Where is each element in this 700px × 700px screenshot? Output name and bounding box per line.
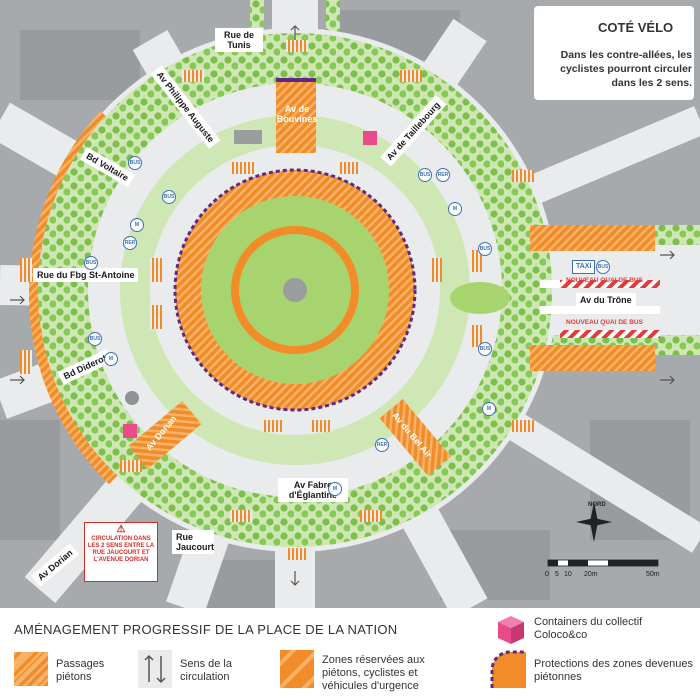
container-cube-icon bbox=[498, 616, 524, 644]
pedestrian-crossings bbox=[20, 40, 534, 560]
scale-label-20: 20m bbox=[584, 571, 598, 578]
velo-title: COTÉ VÉLO bbox=[598, 20, 674, 35]
velo-text: Dans les contre-allées, les cyclistes po… bbox=[560, 49, 692, 89]
bus-quai-north bbox=[560, 280, 660, 288]
legend-passages: Passages piétons bbox=[56, 658, 105, 683]
bus-quai-south bbox=[560, 330, 660, 338]
metro-badge: M bbox=[482, 402, 496, 416]
warning-text: CIRCULATION DANS LES 2 SENS ENTRE LA RUE… bbox=[87, 536, 155, 563]
label-jaucourt: Rue Jaucourt bbox=[172, 530, 214, 554]
traffic-arrows bbox=[10, 25, 675, 586]
label-st-antoine: Rue du Fbg St-Antoine bbox=[33, 268, 139, 282]
metro-badge: M bbox=[104, 352, 118, 366]
map-area: Rue de Tunis Av Philippe Auguste Av de B… bbox=[0, 0, 700, 618]
warning-icon: ⚠ bbox=[116, 524, 126, 535]
label-north: NORD bbox=[588, 502, 606, 508]
central-monument bbox=[283, 278, 307, 302]
north-compass-icon bbox=[576, 502, 612, 542]
rer-badge: RER bbox=[375, 438, 389, 452]
rer-badge: RER bbox=[123, 236, 137, 250]
legend-zones: Zones réservées aux piétons, cyclistes e… bbox=[322, 654, 425, 692]
metro-badge: M bbox=[328, 482, 342, 496]
legend: AMÉNAGEMENT PROGRESSIF DE LA PLACE DE LA… bbox=[0, 608, 700, 700]
container-south bbox=[123, 424, 137, 438]
trone-north-zone bbox=[530, 225, 655, 251]
circulation-warning-box: ⚠ CIRCULATION DANS LES 2 SENS ENTRE LA R… bbox=[84, 522, 158, 582]
label-bus-quai-north: NOUVEAU QUAI DE BUS bbox=[566, 277, 643, 284]
bus-badge: BUS bbox=[478, 242, 492, 256]
label-bouvines: Av de Bouvines bbox=[276, 104, 318, 124]
label-rue-tunis: Rue de Tunis bbox=[215, 28, 263, 52]
label-trone: Av du Trône bbox=[576, 293, 636, 307]
container-north bbox=[363, 131, 377, 145]
dorian-zone bbox=[128, 401, 202, 469]
velo-info-box: COTÉ VÉLO Dans les contre-allées, les cy… bbox=[534, 6, 694, 100]
label-bus-quai-south: NOUVEAU QUAI DE BUS bbox=[566, 319, 643, 326]
central-protection-border bbox=[173, 168, 417, 412]
legend-containers: Containers du collectif Coloco&co bbox=[534, 616, 643, 641]
belair-zone bbox=[379, 399, 451, 476]
bus-badge: BUS bbox=[162, 190, 176, 204]
legend-sens: Sens de la circulation bbox=[180, 658, 232, 683]
scale-label-50: 50m bbox=[646, 571, 660, 578]
legend-protections: Protections des zones devenues piétonnes bbox=[534, 658, 693, 683]
bus-badge: BUS bbox=[88, 332, 102, 346]
bus-badge: BUS bbox=[596, 260, 610, 274]
bus-badge: BUS bbox=[418, 168, 432, 182]
scale-label-0: 0 bbox=[545, 571, 549, 578]
scale-label-10: 10 bbox=[564, 571, 572, 578]
bus-badge: BUS bbox=[128, 156, 142, 170]
passages-swatch bbox=[14, 652, 48, 686]
metro-badge: M bbox=[448, 202, 462, 216]
legend-title: AMÉNAGEMENT PROGRESSIF DE LA PLACE DE LA… bbox=[14, 622, 398, 637]
direction-arrows-icon bbox=[138, 650, 172, 688]
metro-badge: M bbox=[130, 218, 144, 232]
bus-badge: BUS bbox=[84, 256, 98, 270]
trone-south-zone bbox=[530, 345, 655, 371]
rer-badge: RER bbox=[436, 168, 450, 182]
zones-swatch bbox=[280, 650, 314, 688]
bus-badge: BUS bbox=[478, 342, 492, 356]
taxi-sign: TAXI bbox=[572, 260, 596, 274]
protections-swatch bbox=[490, 650, 526, 688]
scale-bar bbox=[547, 559, 659, 567]
scale-label-5: 5 bbox=[555, 571, 559, 578]
bouvines-zone bbox=[276, 78, 316, 153]
tree-belt bbox=[38, 33, 552, 547]
